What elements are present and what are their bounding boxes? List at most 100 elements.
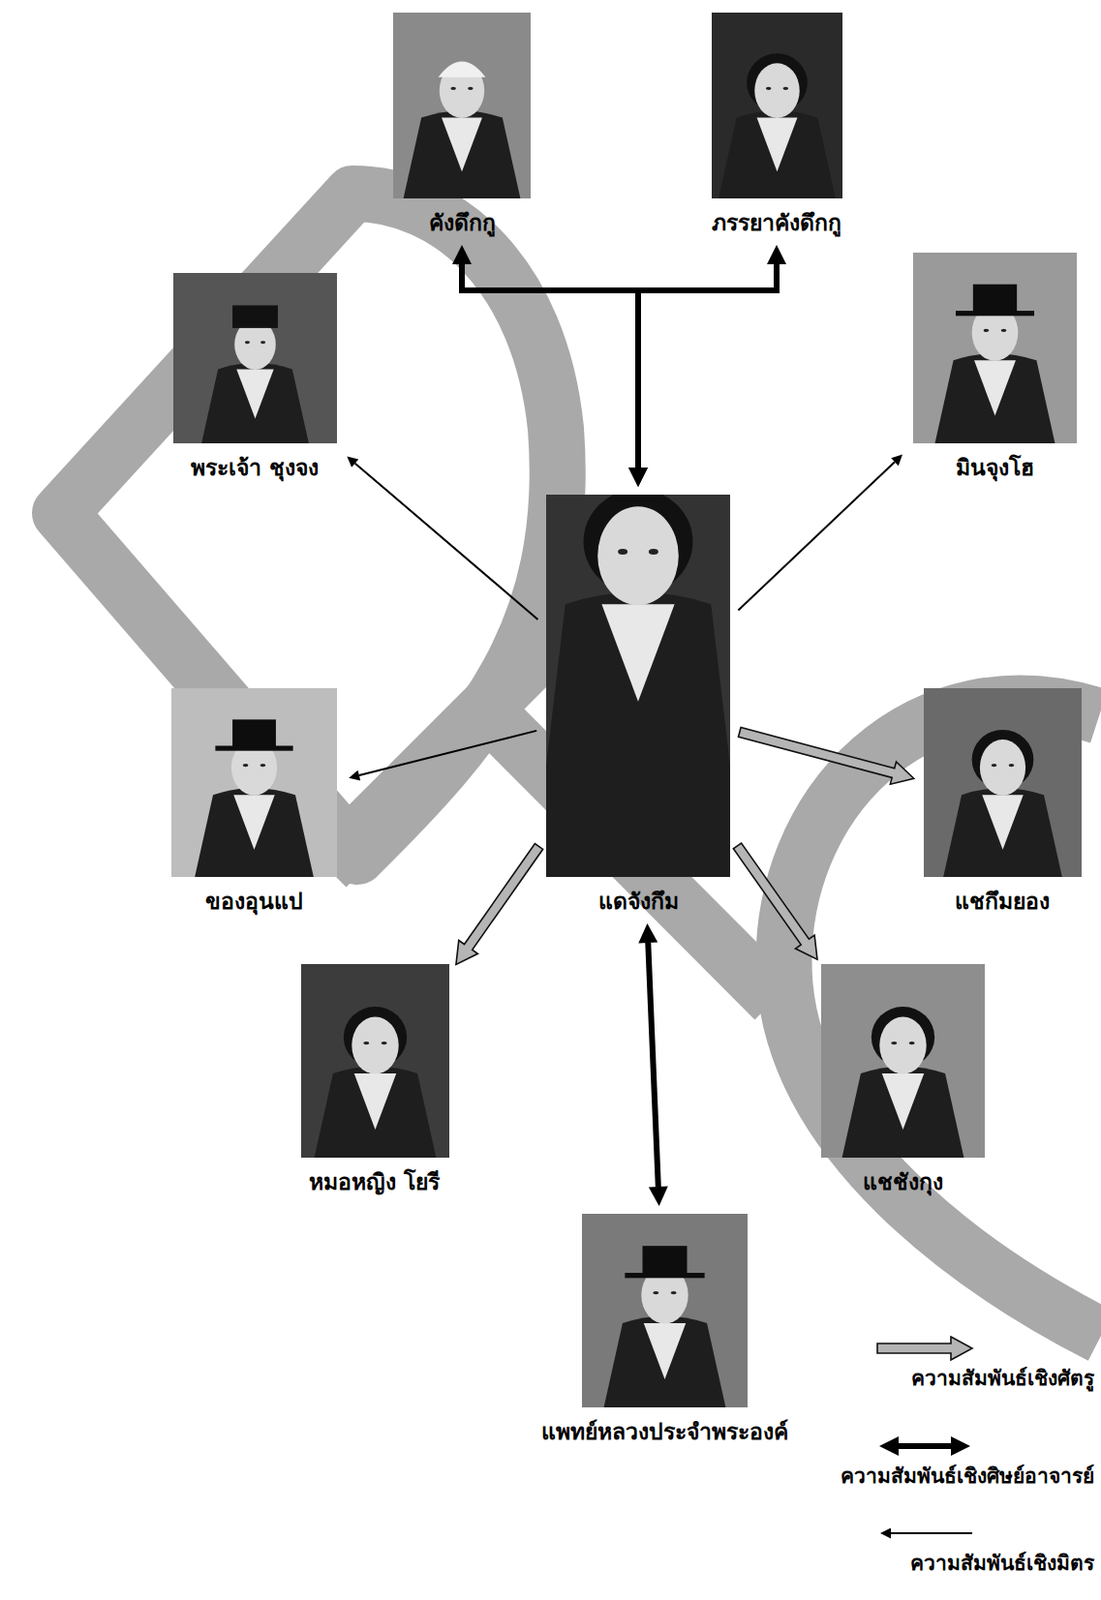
photo-ground xyxy=(173,273,337,444)
character-name: ของอุนแป xyxy=(167,886,341,917)
portrait-photo xyxy=(711,12,843,199)
character-card: คังดึกกู xyxy=(389,12,535,238)
photo-crown xyxy=(232,305,278,328)
portrait-photo xyxy=(301,964,450,1159)
relationship-connector-group xyxy=(647,943,659,1188)
legend-entry: ความสัมพันธ์เชิงศัตรู xyxy=(813,1336,1095,1399)
portrait-photo xyxy=(546,494,731,878)
legend-sample xyxy=(871,1434,979,1460)
portrait-photo xyxy=(171,688,337,878)
photo-eye xyxy=(1000,329,1007,333)
photo-collar xyxy=(981,795,1023,851)
relationship-connector-group xyxy=(638,264,777,468)
photo-eye xyxy=(244,340,249,344)
photo-eye xyxy=(782,87,789,91)
character-card: ภรรยาคังดึกกู xyxy=(707,12,847,238)
character-card: ของอุนแป xyxy=(167,688,341,917)
portrait-photo xyxy=(913,252,1077,444)
relationship-connector-group xyxy=(461,264,639,468)
enemy-relationship-arrow xyxy=(738,728,915,786)
legend-sample xyxy=(871,1336,979,1362)
photo-robe xyxy=(313,1067,436,1159)
photo-collar xyxy=(974,360,1016,416)
photo-face xyxy=(351,1016,398,1074)
mentor-relationship-arrow xyxy=(461,264,639,468)
character-name: มินจุงโฮ xyxy=(909,453,1081,483)
mentor-relationship-arrow xyxy=(647,943,659,1188)
enemy-relationship-arrow xyxy=(733,843,818,960)
photo-ground xyxy=(171,688,337,878)
watermark-letters xyxy=(60,193,1101,1337)
relationship-connector-group xyxy=(737,461,895,611)
photo-robe xyxy=(403,111,521,199)
photo-eye xyxy=(1008,764,1014,767)
photo-robe xyxy=(943,788,1063,878)
photo-collar xyxy=(756,118,797,173)
friend-relationship-arrow xyxy=(359,731,537,776)
mentor-relationship-arrow xyxy=(638,264,777,468)
photo-collar xyxy=(881,1073,924,1131)
photo-eye xyxy=(617,549,628,555)
character-card: แชกึมยอง xyxy=(919,688,1086,917)
photo-ground xyxy=(821,964,985,1159)
relationship-connector-group xyxy=(355,463,539,620)
photo-face xyxy=(978,739,1025,796)
relationship-connector-group xyxy=(359,731,537,776)
character-name: ภรรยาคังดึกกู xyxy=(707,208,847,238)
photo-collar xyxy=(642,1323,686,1380)
photo-hat-brim xyxy=(214,745,293,751)
photo-collar xyxy=(441,118,483,173)
friend-relationship-arrow xyxy=(355,463,539,620)
character-name: แดจังกึม xyxy=(542,886,734,917)
legend-label: ความสัมพันธ์เชิงศิษย์อาจารย์ xyxy=(840,1463,1095,1491)
photo-eye xyxy=(467,87,474,91)
relationship-connector-group xyxy=(456,844,544,966)
photo-collar xyxy=(236,368,274,419)
photo-eye xyxy=(648,549,659,555)
photo-eye xyxy=(450,87,457,91)
photo-collar xyxy=(601,604,674,702)
legend-entry: ความสัมพันธ์เชิงมิตร xyxy=(813,1521,1095,1584)
portrait-photo xyxy=(581,1214,748,1408)
photo-eye xyxy=(990,764,997,767)
photo-eye xyxy=(890,1041,897,1045)
legend-label: ความสัมพันธ์เชิงมิตร xyxy=(910,1550,1095,1578)
photo-robe xyxy=(194,788,314,878)
portrait-photo xyxy=(923,688,1082,878)
character-name: แชกึมยอง xyxy=(919,886,1086,917)
photo-collar xyxy=(353,1073,397,1131)
photo-hat-brim xyxy=(954,310,1034,316)
photo-hat xyxy=(972,284,1016,315)
photo-collar xyxy=(233,795,275,851)
character-name: แพทย์หลวงประจำพระองค์ xyxy=(537,1417,793,1447)
photo-ground xyxy=(923,688,1082,878)
photo-face xyxy=(597,506,679,606)
character-card: หมอหญิง โยรี xyxy=(297,964,454,1197)
character-name: แชชังกุง xyxy=(817,1167,989,1197)
portrait-photo xyxy=(821,964,985,1159)
photo-ground xyxy=(301,964,450,1159)
relationship-connector-group xyxy=(733,843,818,960)
photo-hat-brim xyxy=(624,1273,704,1279)
photo-hat xyxy=(642,1246,687,1277)
legend-arrow xyxy=(898,1443,951,1450)
legend-label: ความสัมพันธ์เชิงศัตรู xyxy=(911,1365,1095,1393)
relationship-connector-group xyxy=(738,728,915,786)
photo-eye xyxy=(982,329,989,333)
character-card: พระเจ้า ชุงจง xyxy=(169,273,341,483)
photo-eye xyxy=(259,764,266,767)
photo-eye xyxy=(260,340,266,344)
legend-arrow xyxy=(877,1337,973,1361)
photo-eye xyxy=(764,87,771,91)
portrait-photo xyxy=(173,273,337,444)
photo-robe xyxy=(201,363,309,444)
friend-relationship-arrow xyxy=(737,461,895,611)
photo-eye xyxy=(363,1041,369,1045)
photo-eye xyxy=(380,1041,387,1045)
photo-robe xyxy=(546,592,731,878)
photo-face xyxy=(754,62,799,119)
photo-ground xyxy=(711,12,843,199)
photo-face xyxy=(879,1016,926,1074)
photo-cap xyxy=(438,61,487,77)
